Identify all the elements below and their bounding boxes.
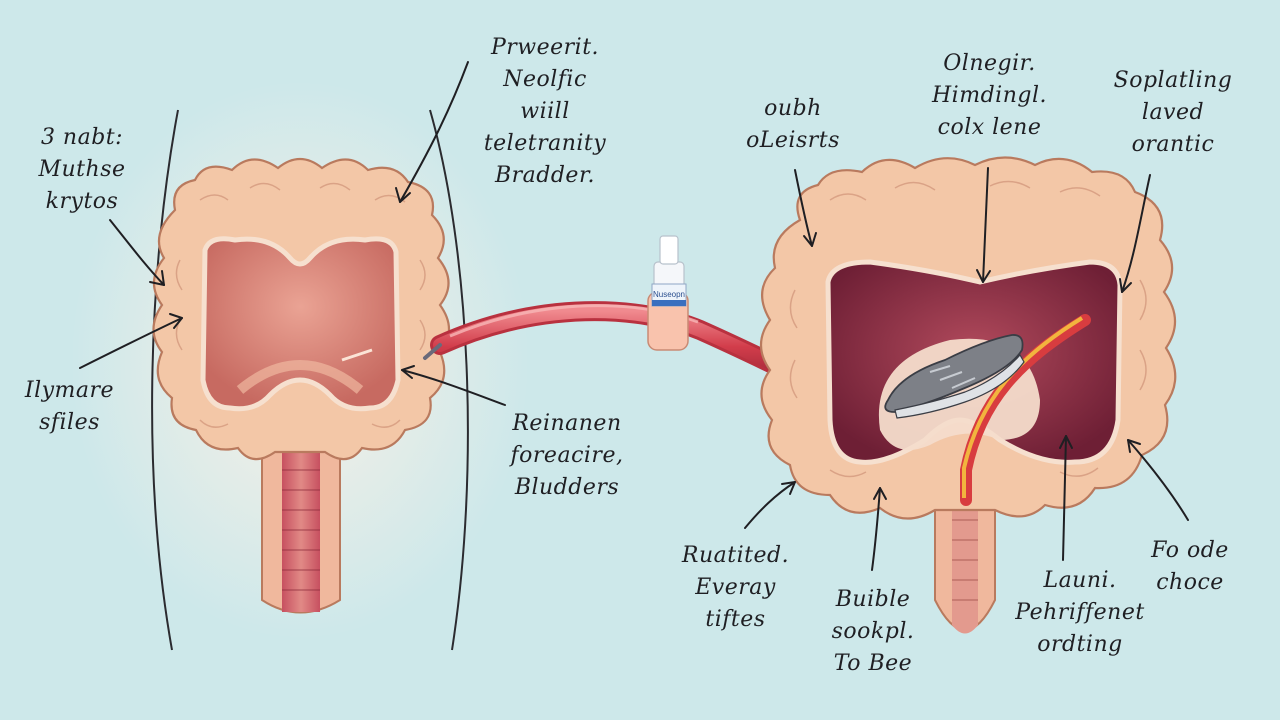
right-catheter [960,314,1091,506]
label-line: tiftes [705,607,766,632]
arrowhead-right-top-right [1119,278,1132,293]
body-outline-right [429,109,469,651]
right-catheter-stripe [962,316,1084,498]
label-line: Olnegir. [943,51,1036,76]
arrowhead-right-bottom-center [1059,435,1073,449]
arrow-right-bottom-right [1127,439,1189,521]
label-left-upper: 3 nabt: Muthse krytos [22,122,142,218]
left-colon-lumen [200,236,401,412]
arrowhead-right-bottom-mid [873,487,887,500]
arrowhead-right-bottom-right [1127,439,1141,453]
label-line: orantic [1131,132,1215,157]
label-line: Soplatling [1113,68,1233,93]
label-line: Himdingl. [932,83,1047,108]
label-line: Bradder. [494,163,596,188]
label-line: Muthse [38,157,126,182]
label-line: Launi. [1043,568,1117,593]
label-line: Fo ode [1151,538,1229,563]
arrow-left-bottom [401,369,506,406]
annotation-arrows [79,61,1189,571]
label-left-top: Prweerit. Neolfic wiill teletranity Brad… [470,32,620,192]
arrowhead-right-top-left [803,232,817,247]
label-line: colx lene [937,115,1042,140]
right-colon [759,156,1177,634]
label-right-bottom-center: Launi. Pehriffenet ordting [1005,565,1155,661]
label-right-bottom-left: Ruatited. Everay tiftes [668,540,803,636]
arrowhead-left-bottom [401,365,415,379]
arrowhead-left-top [395,187,411,203]
label-line: Ilymare [24,378,115,403]
left-lumen-fold [236,360,364,394]
label-right-top-left: oubh oLeisrts [718,93,868,157]
arrowhead-right-bottom-left [781,481,796,495]
label-right-bottom-mid: Buible sookpl. To Bee [818,584,928,680]
vial-label: Nuseopn [653,290,685,299]
label-line: To Bee [833,651,913,676]
label-right-top-right: Soplatling laved orantic [1098,65,1248,161]
label-line: choce [1156,570,1224,595]
label-line: krytos [45,189,119,214]
device-object [884,334,1025,419]
arrow-right-bottom-mid [871,487,881,571]
label-right-top-center: Olnegir. Himdingl. colx lene [912,48,1067,144]
label-line: foreacire, [510,443,624,468]
label-left-bottom: Reinanen foreacire, Bludders [497,408,637,504]
label-left-lower: Ilymare sfiles [12,375,127,439]
arrowhead-left-lower [169,313,183,329]
label-line: Ruatited. [681,543,790,568]
arrow-right-top-center [982,167,989,283]
label-line: Neolfic [503,67,587,92]
arrowhead-left-upper [149,270,165,286]
label-line: Bludders [514,475,620,500]
label-line: Reinanen [512,411,622,436]
body-outline-left [151,109,179,651]
tube-left-tip [423,343,442,360]
label-line: Prweerit. [490,35,600,60]
label-line: Buible [835,587,911,612]
label-line: wiill [520,99,570,124]
arrowhead-right-top-center [976,269,991,283]
arrow-right-top-right [1121,174,1151,293]
medication-vial: Nuseopn [647,235,689,351]
left-colon [152,157,451,614]
label-line: Pehriffenet [1015,600,1145,625]
label-line: ordting [1037,632,1123,657]
label-line: sfiles [39,410,100,435]
arrow-left-upper [109,219,165,286]
label-line: oubh [764,96,822,121]
arrow-right-top-left [794,169,813,247]
label-line: Everay [695,575,776,600]
arrow-left-lower [79,317,183,369]
arrow-right-bottom-left [744,481,796,529]
arrow-left-top [399,61,469,203]
label-line: sookpl. [831,619,915,644]
label-line: 3 nabt: [40,125,124,150]
label-line: oLeisrts [746,128,840,153]
label-right-bottom-right: Fo ode choce [1130,535,1250,599]
label-line: teletranity [483,131,607,156]
left-catheter-tip [341,348,373,362]
label-line: laved [1141,100,1205,125]
arrow-right-bottom-center [1062,435,1067,561]
